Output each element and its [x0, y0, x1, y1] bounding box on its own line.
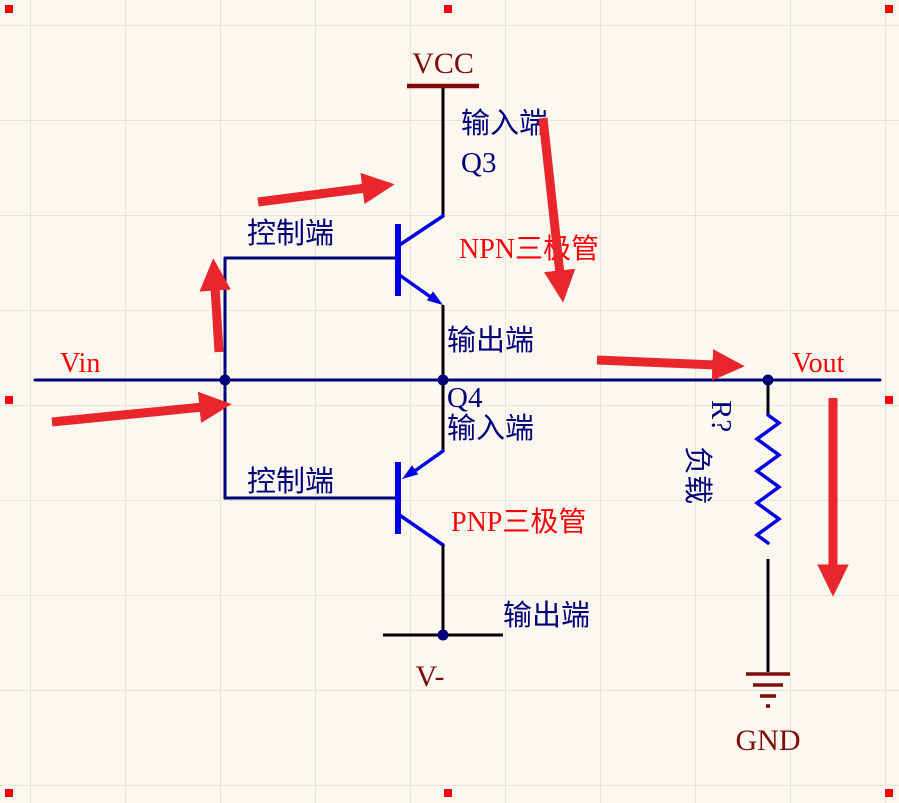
pnp-output-terminal-label[interactable]: 输出端 [503, 599, 590, 632]
selection-handle[interactable] [444, 5, 452, 13]
vout-net-label[interactable]: Vout [792, 348, 845, 379]
annotation-arrow-input-to-output[interactable] [538, 117, 576, 303]
pnp-control-terminal-label[interactable]: 控制端 [247, 465, 334, 498]
q3-npn-transistor[interactable] [395, 214, 445, 380]
npn-emitter-line[interactable] [396, 272, 434, 300]
npn-output-terminal-label[interactable]: 输出端 [447, 324, 534, 357]
annotation-arrows [51, 117, 849, 597]
vcc-label[interactable]: VCC [412, 47, 474, 80]
q3-designator-label[interactable]: Q3 [461, 147, 496, 179]
pnp-collector-line[interactable] [396, 512, 445, 547]
gnd-symbol-icon [746, 672, 790, 708]
resistor-load-label[interactable]: 负载 [681, 446, 714, 504]
junction-dot [437, 629, 449, 641]
gnd-label[interactable]: GND [736, 724, 801, 757]
q4-designator-label[interactable]: Q4 [447, 382, 483, 414]
annotation-arrow-into-vin-node[interactable] [51, 391, 232, 427]
selection-handle[interactable] [885, 396, 893, 404]
pnp-type-label[interactable]: PNP三极管 [451, 506, 586, 538]
vin-net-label[interactable]: Vin [60, 348, 100, 379]
r-load-resistor[interactable]: R? 负载 [681, 380, 782, 672]
pnp-input-terminal-label[interactable]: 输入端 [447, 412, 534, 445]
selection-handles [5, 5, 893, 797]
selection-handle[interactable] [885, 5, 893, 13]
npn-emitter-arrow-icon [426, 291, 443, 305]
npn-control-terminal-label[interactable]: 控制端 [247, 217, 334, 250]
resistor-zigzag-icon[interactable] [754, 413, 782, 545]
selection-handle[interactable] [5, 396, 13, 404]
vcc-power-port[interactable]: VCC [407, 47, 479, 216]
selection-handle[interactable] [5, 789, 13, 797]
npn-collector-line[interactable] [396, 214, 445, 248]
q4-pnp-transistor[interactable] [395, 380, 445, 635]
pnp-emitter-line[interactable] [410, 449, 445, 475]
selection-handle[interactable] [444, 789, 452, 797]
v-minus-power-port[interactable]: V- [383, 633, 503, 693]
resistor-designator-label[interactable]: R? [705, 400, 737, 432]
annotation-arrow-to-npn-base[interactable] [257, 172, 395, 207]
junction-dots [219, 374, 774, 641]
annotation-arrow-up-control-branch[interactable] [199, 258, 231, 353]
v-minus-label[interactable]: V- [416, 660, 445, 693]
selection-handle[interactable] [885, 789, 893, 797]
junction-dot [219, 374, 231, 386]
gnd-power-port[interactable]: GND [736, 672, 801, 757]
junction-dot [762, 374, 774, 386]
npn-type-label[interactable]: NPN三极管 [459, 233, 599, 265]
selection-handle[interactable] [5, 5, 13, 13]
annotation-arrow-to-vout[interactable] [596, 349, 745, 381]
wires [33, 256, 882, 500]
junction-dot [437, 374, 449, 386]
pnp-emitter-arrow-icon [402, 465, 419, 479]
npn-input-terminal-label[interactable]: 输入端 [461, 107, 548, 140]
